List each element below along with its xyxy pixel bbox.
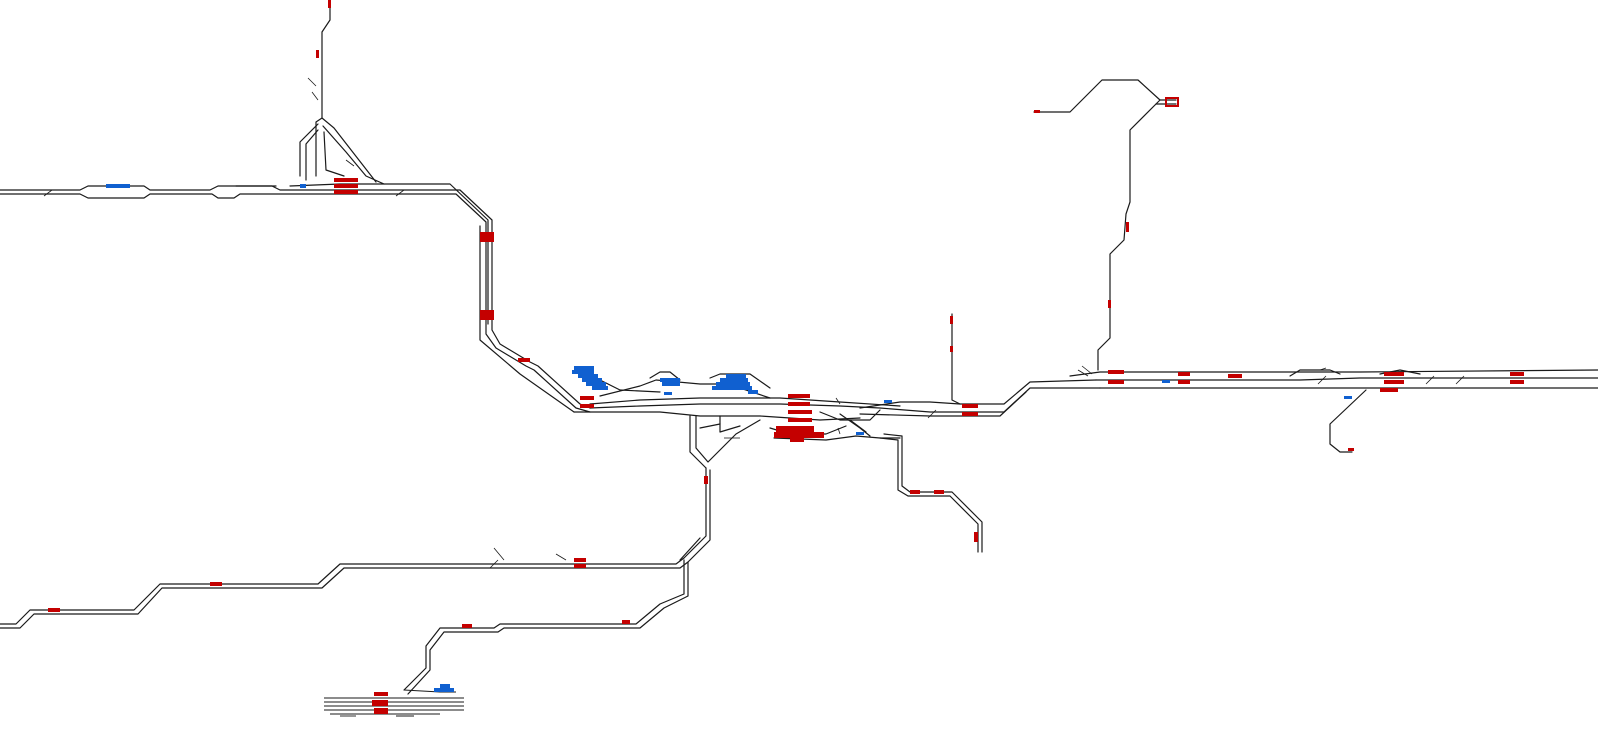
platform-blue[interactable] [716,382,750,386]
platform-red[interactable] [1228,374,1242,378]
hub-north-spur [951,313,961,405]
platform-red[interactable] [622,620,630,624]
platform-red[interactable] [1178,380,1190,384]
platform-blue[interactable] [582,378,602,382]
platform-red[interactable] [790,438,804,442]
platform-blue[interactable] [748,390,758,394]
platform-red[interactable] [462,624,472,628]
platform-red[interactable] [776,426,814,432]
platform-red[interactable] [518,358,530,362]
platform-blue[interactable] [572,370,594,374]
platform-red[interactable] [574,564,586,568]
platform-red[interactable] [1108,300,1111,308]
platform-red[interactable] [1384,380,1404,384]
platform-red[interactable] [580,404,594,408]
platform-red[interactable] [480,232,494,242]
platform-blue[interactable] [592,386,608,390]
platform-blue[interactable] [1162,380,1170,383]
platform-red[interactable] [372,700,388,706]
platform-red[interactable] [910,490,920,494]
platform-blue[interactable] [586,382,606,386]
platform-red[interactable] [788,402,810,406]
platform-red[interactable] [316,50,319,58]
platform-red[interactable] [1108,370,1124,374]
platform-red[interactable] [210,582,222,586]
platform-red[interactable] [1510,372,1524,376]
southwest-yard [324,689,464,717]
platform-red[interactable] [1034,110,1040,113]
east-main-line [1069,365,1598,453]
platform-red[interactable] [334,184,358,188]
platform-red[interactable] [48,608,60,612]
platform-blue[interactable] [440,684,450,688]
platform-red[interactable] [962,404,978,408]
southeast-spur [879,433,983,553]
platform-blue[interactable] [434,688,454,692]
platform-red[interactable] [962,412,978,416]
platform-red[interactable] [328,0,331,8]
platform-blue[interactable] [664,392,672,395]
platform-red[interactable] [1348,448,1354,451]
platform-red[interactable] [574,558,586,562]
platform-red[interactable] [950,316,953,324]
platform-blue[interactable] [662,382,680,386]
platform-blue[interactable] [856,432,864,435]
platform-red[interactable] [704,476,708,484]
southwest-branch [0,467,711,695]
platform-blue[interactable] [720,378,748,382]
platform-blue[interactable] [660,378,680,382]
west-main-line [0,183,591,413]
platform-red[interactable] [974,532,978,542]
platform-red[interactable] [774,432,824,438]
platform-red[interactable] [1178,372,1190,376]
platform-red[interactable] [934,490,944,494]
platform-red[interactable] [1108,380,1124,384]
platform-red[interactable] [334,190,358,194]
platform-red[interactable] [374,708,388,714]
platform-blue[interactable] [578,374,598,378]
platform-red[interactable] [480,310,494,320]
platform-red[interactable] [788,418,812,422]
platform-blue[interactable] [884,400,892,403]
platform-red[interactable] [788,410,812,414]
central-hub-tracks [573,371,1101,469]
platform-red[interactable] [1380,388,1398,392]
platform-red[interactable] [1165,97,1179,107]
platform-red[interactable] [580,396,594,400]
platform-blue[interactable] [712,386,752,390]
platform-red[interactable] [334,178,358,182]
platform-blue[interactable] [726,374,746,378]
platform-red[interactable] [950,346,953,352]
platform-blue[interactable] [300,184,306,188]
northeast-branch [1033,79,1177,371]
platform-red[interactable] [1384,372,1404,376]
platform-blue[interactable] [1344,396,1352,399]
platform-blocks[interactable] [48,0,1524,714]
platform-red[interactable] [788,394,810,398]
platform-red[interactable] [1126,222,1129,232]
platform-red[interactable] [374,692,388,696]
platform-blue[interactable] [106,184,130,188]
platform-blue[interactable] [574,366,594,370]
platform-red[interactable] [1510,380,1524,384]
north-branch-tracks [299,0,385,185]
